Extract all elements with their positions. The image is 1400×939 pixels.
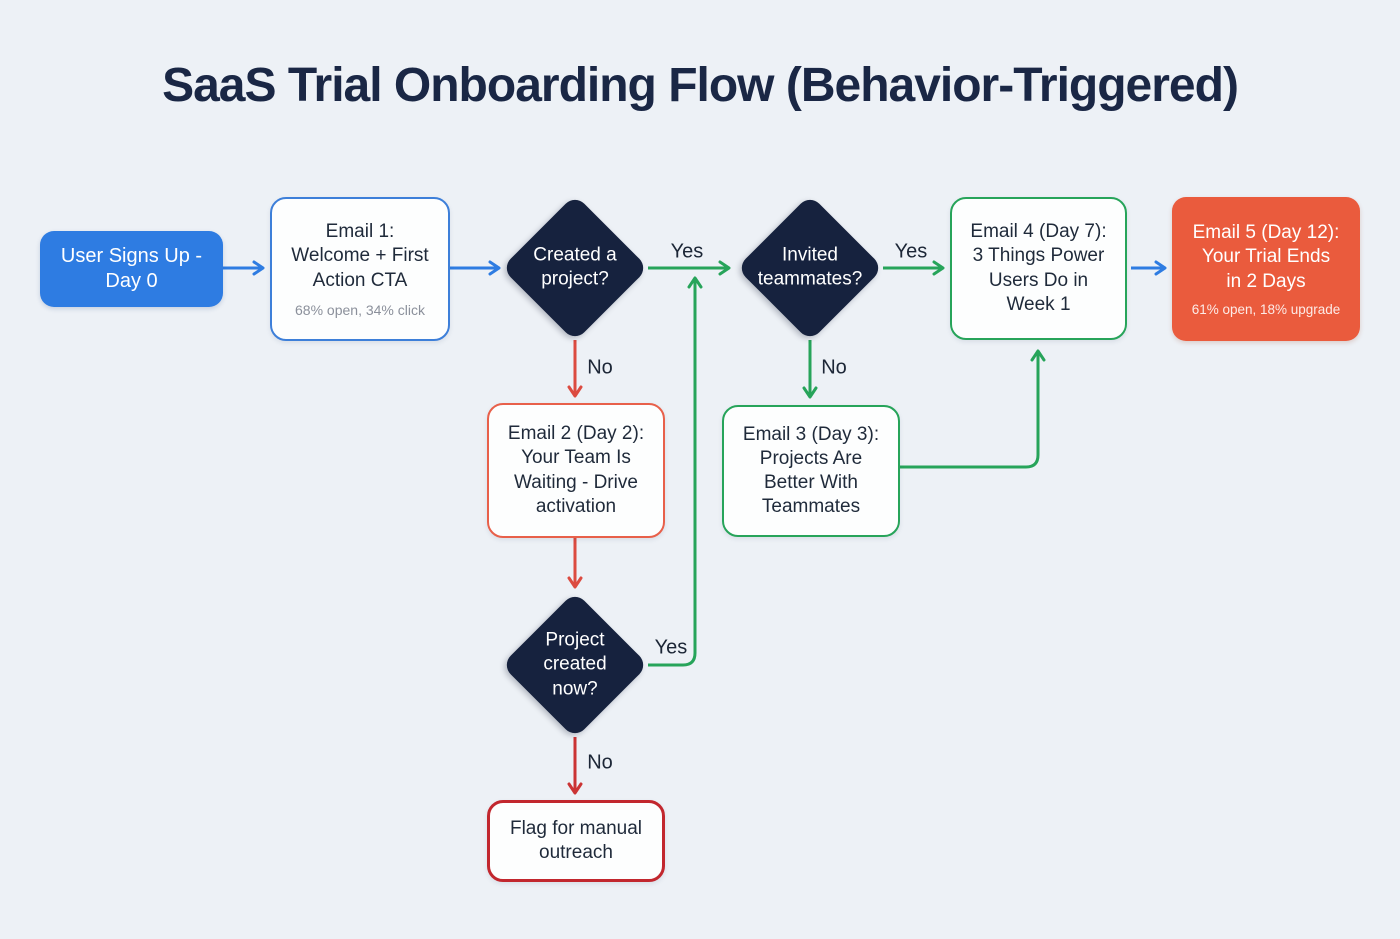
edge-project-created-now-yes-to-junction bbox=[648, 276, 703, 667]
node-label: Email 1: Welcome + First Action CTA bbox=[291, 221, 429, 291]
decision-label: Created a project? bbox=[533, 244, 617, 290]
decision-created-project: Created a project? bbox=[501, 194, 649, 342]
edge-label-yes-invited-teammates: Yes bbox=[894, 240, 928, 263]
node-label: User Signs Up - Day 0 bbox=[60, 244, 203, 292]
node-email5: Email 5 (Day 12): Your Trial Ends in 2 D… bbox=[1172, 197, 1360, 341]
decision-project-created-now: Project created now? bbox=[501, 591, 649, 739]
node-email2: Email 2 (Day 2): Your Team Is Waiting - … bbox=[487, 403, 665, 538]
node-flag-manual-outreach: Flag for manual outreach bbox=[487, 800, 665, 882]
node-label: Email 5 (Day 12): Your Trial Ends in 2 D… bbox=[1192, 222, 1340, 292]
edge-label-yes-project-created-now: Yes bbox=[654, 636, 688, 659]
node-label: Email 2 (Day 2): Your Team Is Waiting - … bbox=[507, 423, 645, 517]
edge-label-no-project-created-now: No bbox=[587, 751, 613, 774]
page-title: SaaS Trial Onboarding Flow (Behavior-Tri… bbox=[162, 59, 1239, 112]
edge-email3-to-email4 bbox=[900, 349, 1046, 469]
edge-label-no-invited-teammates: No bbox=[821, 356, 847, 379]
node-label: Flag for manual outreach bbox=[509, 817, 642, 863]
node-user-signs-up: User Signs Up - Day 0 bbox=[40, 231, 223, 307]
decision-invited-teammates: Invited teammates? bbox=[736, 194, 884, 342]
decision-label: Invited teammates? bbox=[757, 244, 863, 290]
node-email1: Email 1: Welcome + First Action CTA 68% … bbox=[270, 197, 450, 341]
decision-label: Project created now? bbox=[543, 629, 607, 700]
node-email4: Email 4 (Day 7): 3 Things Power Users Do… bbox=[950, 197, 1127, 340]
node-stats: 61% open, 18% upgrade bbox=[1191, 301, 1341, 317]
edge-label-yes-created-project: Yes bbox=[670, 240, 704, 263]
node-label: Email 3 (Day 3): Projects Are Better Wit… bbox=[742, 423, 880, 518]
edge-label-no-created-project: No bbox=[587, 356, 613, 379]
node-label: Email 4 (Day 7): 3 Things Power Users Do… bbox=[970, 221, 1107, 315]
node-stats: 68% open, 34% click bbox=[295, 301, 425, 318]
node-email3: Email 3 (Day 3): Projects Are Better Wit… bbox=[722, 405, 900, 537]
